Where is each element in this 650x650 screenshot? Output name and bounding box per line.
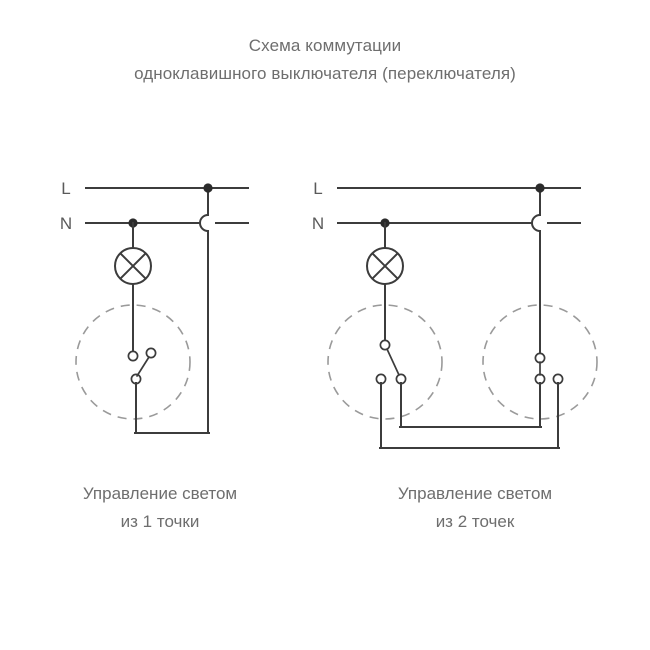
page-title-line-2: одноклавишного выключателя (переключател…: [134, 64, 516, 83]
caption-one-point-line-1: Управление светом: [82, 484, 238, 503]
switch-enclosure-right-a: [327, 304, 443, 420]
rail-label-neutral-left: N: [60, 214, 72, 233]
switch-enclosure-right-b: [482, 304, 598, 420]
caption-two-point-line-2: из 2 точек: [435, 512, 515, 531]
lamp-cross-b-right: [371, 252, 399, 280]
rail-label-line-left: L: [61, 179, 70, 198]
caption-two-point: Управление светом из 2 точек: [345, 480, 605, 536]
switch2-left-terminal-common: [379, 339, 391, 351]
caption-one-point: Управление светом из 1 точки: [30, 480, 290, 536]
switch2-left-blade: [386, 348, 400, 376]
rail-label-neutral-right: N: [312, 214, 324, 233]
diagram-one-point: L N: [60, 179, 249, 434]
wire-hop-left: [199, 214, 209, 232]
switch-terminal-common-left: [127, 350, 139, 362]
rail-label-line-right: L: [313, 179, 322, 198]
switch-enclosure-left: [75, 304, 191, 420]
wire-hop-right: [531, 214, 541, 232]
caption-one-point-line-2: из 1 точки: [120, 512, 200, 531]
page-title: Схема коммутации одноклавишного выключат…: [0, 32, 650, 88]
caption-two-point-line-1: Управление светом: [397, 484, 553, 503]
switch-blade-left: [136, 356, 150, 377]
page-title-line-1: Схема коммутации: [248, 36, 402, 55]
lamp-cross-b-left: [119, 252, 147, 280]
diagram-two-point: L N: [312, 179, 598, 449]
junction-dot-line-left: [203, 183, 213, 193]
junction-dot-line-right: [535, 183, 545, 193]
switch-terminal-traveler-left: [145, 347, 157, 359]
